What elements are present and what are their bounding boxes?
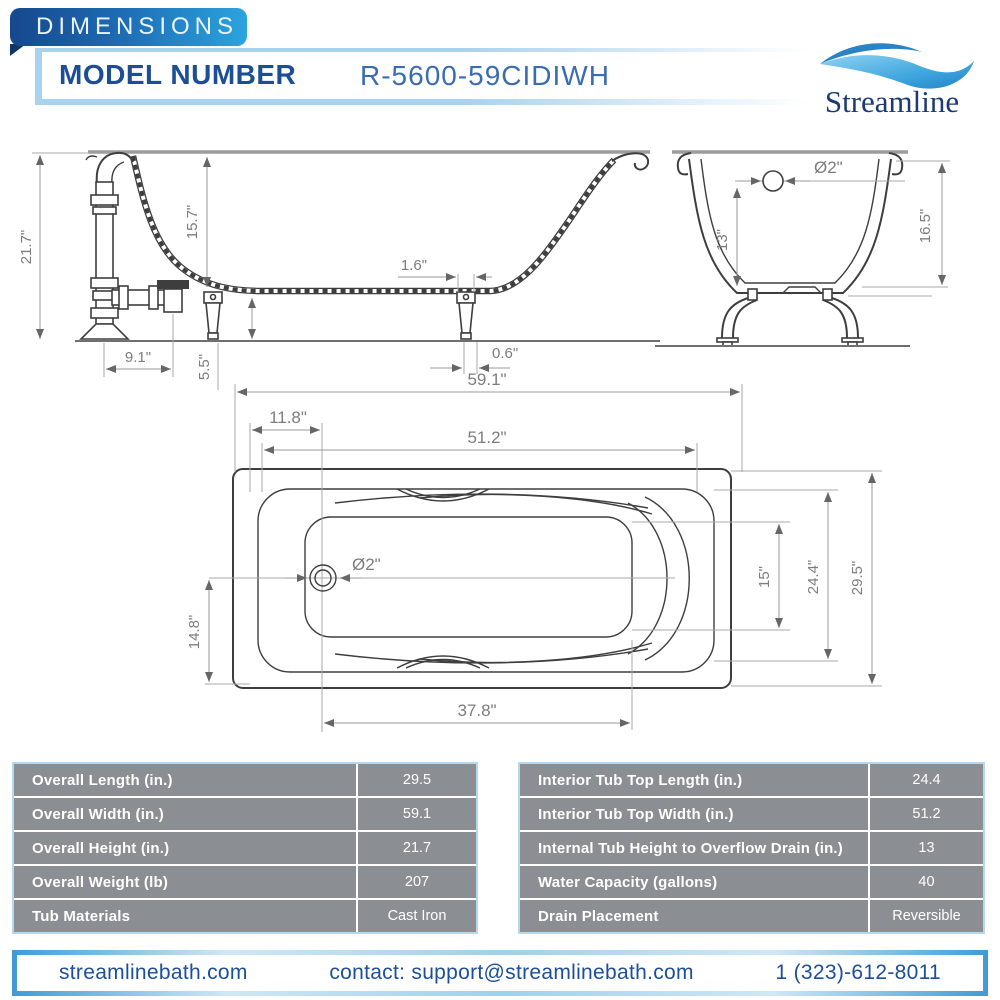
table-row: Internal Tub Height to Overflow Drain (i… bbox=[520, 832, 983, 864]
dim-top-drain-diameter: Ø2" bbox=[352, 555, 381, 574]
model-number-label: MODEL NUMBER bbox=[59, 59, 297, 90]
spec-label: Interior Tub Top Width (in.) bbox=[538, 805, 734, 823]
dim-top-drain-to-floor-end: 37.8" bbox=[457, 701, 496, 720]
end-view: Ø2" 13" 16.5" bbox=[655, 150, 950, 347]
dimensions-banner: DIMENSIONS bbox=[10, 8, 247, 46]
top-view-handle-top bbox=[396, 488, 490, 502]
spec-label: Water Capacity (gallons) bbox=[538, 873, 718, 891]
rim-lip-right bbox=[611, 152, 650, 171]
dim-top-overall-width: 59.1" bbox=[467, 370, 506, 389]
spec-label: Tub Materials bbox=[32, 907, 131, 925]
footer-phone: 1 (323)-612-8011 bbox=[775, 961, 941, 984]
top-view-floor bbox=[304, 516, 633, 638]
spec-label: Overall Height (in.) bbox=[32, 839, 170, 857]
top-view-inner-rim bbox=[257, 488, 715, 673]
table-row: Overall Weight (lb) 207 bbox=[14, 866, 476, 898]
dim-side-interior-depth: 15.7" bbox=[184, 205, 201, 240]
spec-value: 207 bbox=[356, 866, 476, 898]
dim-top-overall-length: 29.5" bbox=[849, 561, 866, 596]
table-row: Drain Placement Reversible bbox=[520, 900, 983, 932]
technical-drawing: 21.7" 15.7" 9.1" 5.5" 1.6" 0.6" bbox=[18, 150, 950, 732]
dim-top-drain-from-left: 11.8" bbox=[269, 408, 307, 427]
table-row: Tub Materials Cast Iron bbox=[14, 900, 476, 932]
spec-label: Overall Length (in.) bbox=[32, 771, 173, 789]
table-row: Overall Width (in.) 59.1 bbox=[14, 798, 476, 830]
table-row: Water Capacity (gallons) 40 bbox=[520, 866, 983, 898]
spec-label: Drain Placement bbox=[538, 907, 659, 925]
table-row: Overall Height (in.) 21.7 bbox=[14, 832, 476, 864]
spec-label: Overall Weight (lb) bbox=[32, 873, 169, 891]
spec-value: 13 bbox=[868, 832, 983, 864]
spec-value: Cast Iron bbox=[356, 900, 476, 932]
overflow-drain-assembly bbox=[79, 151, 189, 340]
spec-table-overall: Overall Length (in.) 29.5 Overall Width … bbox=[12, 762, 478, 934]
table-row: Interior Tub Top Width (in.) 51.2 bbox=[520, 798, 983, 830]
footer-website: streamlinebath.com bbox=[59, 961, 248, 984]
side-view: 21.7" 15.7" 9.1" 5.5" 1.6" 0.6" bbox=[18, 150, 660, 390]
dim-top-interior-length: 24.4" bbox=[805, 560, 822, 595]
top-view-handle-bottom bbox=[396, 655, 490, 669]
logo-wave-icon bbox=[820, 43, 974, 89]
table-row: Interior Tub Top Length (in.) 24.4 bbox=[520, 764, 983, 796]
model-box-bottom-border bbox=[35, 99, 810, 105]
model-number-value: R-5600-59CIDIWH bbox=[360, 60, 610, 91]
spec-value: Reversible bbox=[868, 900, 983, 932]
side-view-legs bbox=[203, 291, 476, 340]
spec-table-interior: Interior Tub Top Length (in.) 24.4 Inter… bbox=[518, 762, 985, 934]
dim-top-floor-end-length: 15" bbox=[756, 566, 773, 588]
streamline-logo: Streamline bbox=[820, 43, 974, 119]
logo-brand-text: Streamline bbox=[825, 84, 959, 119]
spec-label: Interior Tub Top Length (in.) bbox=[538, 771, 743, 789]
top-view-drain-hole bbox=[309, 564, 337, 592]
spec-value: 40 bbox=[868, 866, 983, 898]
spec-value: 59.1 bbox=[356, 798, 476, 830]
model-box-top-border bbox=[35, 48, 810, 52]
top-view: Ø2" 59.1" 11.8" 51.2" 14.8" 15" bbox=[186, 370, 882, 732]
dim-side-leg-top-width: 1.6" bbox=[401, 257, 427, 274]
dim-side-leg-foot-width: 0.6" bbox=[492, 345, 518, 362]
spec-label: Overall Width (in.) bbox=[32, 805, 165, 823]
table-row: Overall Length (in.) 29.5 bbox=[14, 764, 476, 796]
spec-value: 21.7 bbox=[356, 832, 476, 864]
dim-end-drain-diameter: Ø2" bbox=[814, 158, 843, 177]
footer-contact-email: contact: support@streamlinebath.com bbox=[329, 961, 694, 984]
banner-fold-decoration bbox=[10, 44, 26, 56]
dimensions-banner-title: DIMENSIONS bbox=[36, 13, 239, 40]
dim-side-drain-offset: 9.1" bbox=[125, 349, 151, 366]
spec-label: Internal Tub Height to Overflow Drain (i… bbox=[538, 839, 843, 857]
model-box-accent-border bbox=[35, 48, 42, 105]
end-view-drain-hole bbox=[762, 170, 784, 192]
dim-side-floor-clearance: 5.5" bbox=[196, 354, 213, 380]
spec-value: 24.4 bbox=[868, 764, 983, 796]
dim-side-overall-height: 21.7" bbox=[18, 230, 35, 265]
spec-value: 51.2 bbox=[868, 798, 983, 830]
end-view-legs bbox=[716, 288, 864, 347]
dim-end-drain-height: 13" bbox=[714, 229, 731, 251]
dim-end-rim-to-base: 16.5" bbox=[917, 209, 934, 244]
footer-bar: streamlinebath.com contact: support@stre… bbox=[12, 950, 988, 996]
spec-value: 29.5 bbox=[356, 764, 476, 796]
dim-top-drain-from-front: 14.8" bbox=[186, 615, 203, 650]
dim-top-interior-width: 51.2" bbox=[467, 428, 506, 447]
model-number-box: MODEL NUMBER R-5600-59CIDIWH bbox=[35, 48, 810, 105]
